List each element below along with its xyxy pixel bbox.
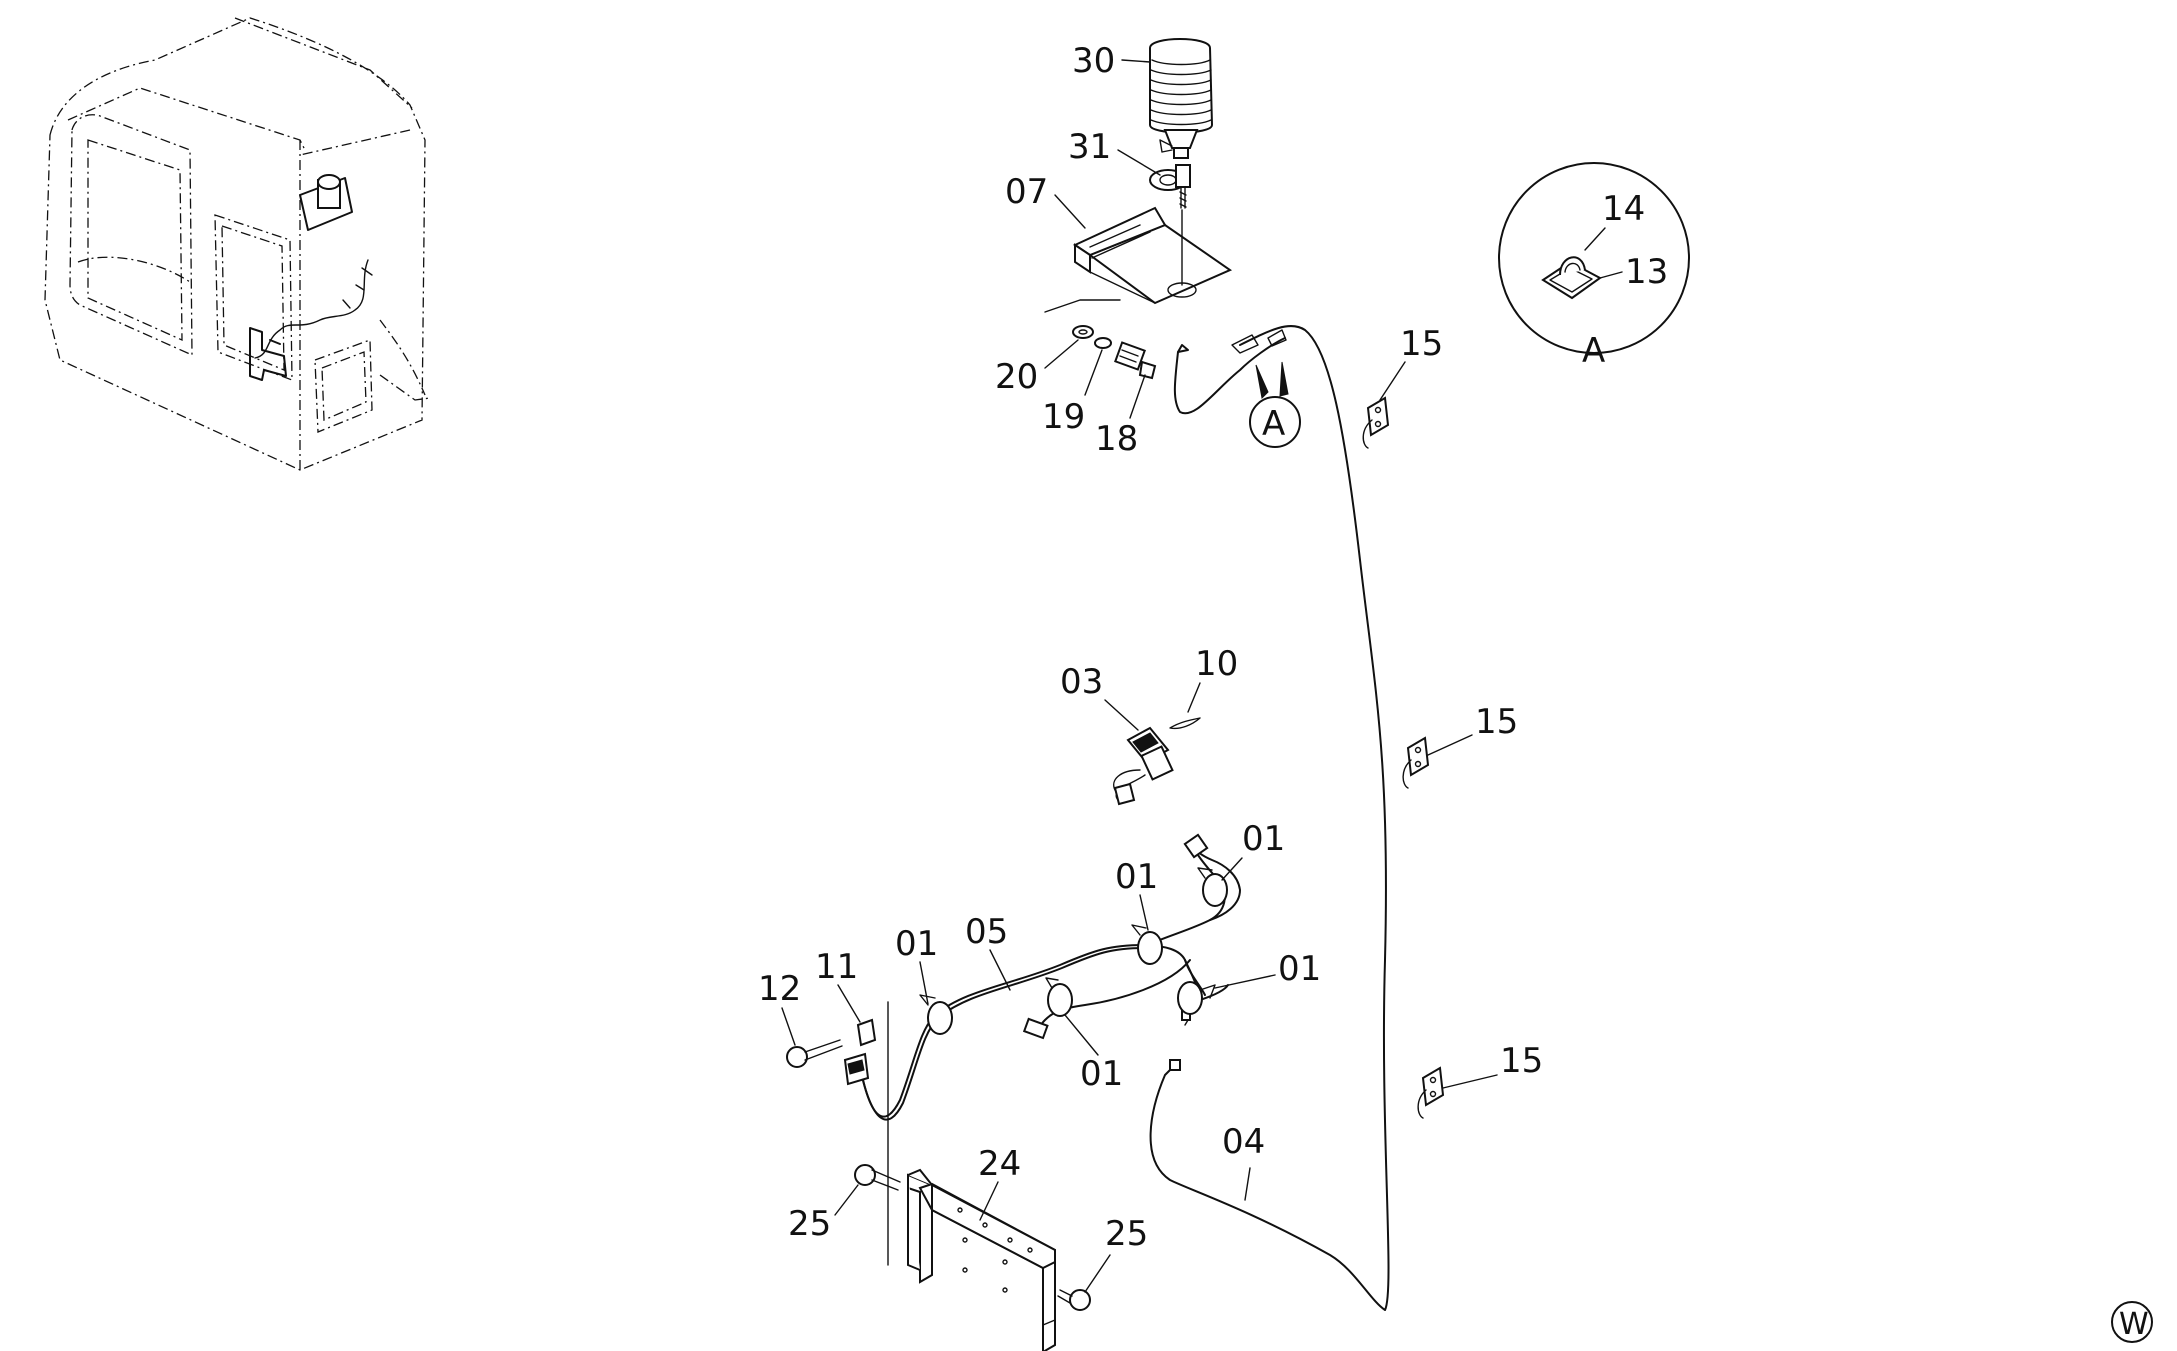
svg-text:01: 01 — [1115, 857, 1158, 897]
detail-marker-A: A — [1249, 361, 1301, 448]
svg-text:15: 15 — [1475, 702, 1518, 742]
callout-01-lower-center: 01 — [1064, 1014, 1123, 1094]
rotating-beacon-lamp — [1149, 38, 1214, 159]
callout-04: 04 — [1222, 1122, 1265, 1201]
washer-20 — [1072, 325, 1094, 339]
clip-01-lower-center — [1045, 977, 1073, 1017]
clip-15-bottom — [1417, 1066, 1445, 1119]
callout-15-bottom: 15 — [1442, 1041, 1543, 1089]
svg-text:25: 25 — [1105, 1214, 1148, 1254]
screw-12 — [786, 1039, 843, 1068]
svg-text:01: 01 — [895, 924, 938, 964]
beacon-switch-03 — [1113, 726, 1174, 806]
svg-text:01: 01 — [1278, 949, 1321, 989]
callout-14: 14 — [1584, 189, 1645, 251]
callout-15-middle: 15 — [1427, 702, 1518, 756]
mounting-bracket-24 — [887, 1001, 1056, 1351]
callout-13: 13 — [1599, 252, 1668, 292]
callout-31: 31 — [1068, 127, 1161, 176]
svg-text:W: W — [2119, 1307, 2149, 1342]
cab-overview-illustration — [44, 17, 431, 471]
wire-harness-04 — [1149, 325, 1390, 1311]
bolt-25-right — [1057, 1289, 1091, 1311]
switch-label-10 — [1169, 717, 1201, 730]
svg-text:30: 30 — [1072, 41, 1115, 81]
svg-text:15: 15 — [1500, 1041, 1543, 1081]
wire-harness-05 — [859, 833, 1241, 1121]
callout-01-upper-right: 01 — [1221, 819, 1285, 881]
clip-01-lower-right — [1177, 981, 1216, 1015]
svg-text:A: A — [1582, 331, 1605, 371]
callout-11: 11 — [815, 947, 861, 1023]
beacon-bracket-plate — [1072, 206, 1233, 305]
svg-text:25: 25 — [788, 1204, 831, 1244]
callout-05: 05 — [965, 912, 1011, 991]
svg-text:07: 07 — [1005, 172, 1048, 212]
clip-15-top — [1362, 396, 1390, 449]
svg-text:10: 10 — [1195, 644, 1238, 684]
callout-01-center: 01 — [1115, 857, 1158, 931]
callout-A-detail: A — [1582, 331, 1605, 371]
svg-text:05: 05 — [965, 912, 1008, 952]
svg-text:03: 03 — [1060, 662, 1103, 702]
callout-30: 30 — [1072, 41, 1151, 81]
callout-20: 20 — [995, 339, 1079, 397]
svg-text:01: 01 — [1242, 819, 1285, 859]
callout-07: 07 — [1005, 172, 1121, 313]
svg-text:01: 01 — [1080, 1054, 1123, 1094]
svg-text:20: 20 — [995, 357, 1038, 397]
svg-text:24: 24 — [978, 1144, 1021, 1184]
callout-03: 03 — [1060, 662, 1139, 731]
callout-25-left: 25 — [788, 1184, 859, 1244]
clip-01-left — [919, 994, 953, 1035]
relay-11 — [843, 1018, 877, 1086]
bolt-25-left — [854, 1164, 901, 1191]
clip-15-middle — [1402, 736, 1430, 789]
callout-18: 18 — [1095, 374, 1146, 459]
svg-text:04: 04 — [1222, 1122, 1265, 1162]
callout-10: 10 — [1187, 644, 1238, 713]
bolt-18 — [1114, 341, 1157, 380]
clip-01-center — [1131, 924, 1163, 965]
svg-text:18: 18 — [1095, 419, 1138, 459]
svg-text:31: 31 — [1068, 127, 1111, 167]
callout-24: 24 — [978, 1144, 1021, 1221]
callout-01-left: 01 — [895, 924, 938, 1005]
callout-19: 19 — [1042, 349, 1103, 437]
beacon-mount-stud — [1149, 164, 1191, 209]
corner-circle-mark: W — [2111, 1301, 2153, 1343]
svg-text:11: 11 — [815, 947, 858, 987]
callout-12: 12 — [758, 969, 801, 1046]
svg-text:13: 13 — [1625, 252, 1668, 292]
callout-25-right: 25 — [1084, 1214, 1148, 1293]
callout-15-top: 15 — [1379, 324, 1443, 401]
svg-text:15: 15 — [1400, 324, 1443, 364]
lock-washer-19 — [1094, 337, 1112, 349]
svg-text:14: 14 — [1602, 189, 1645, 229]
clip-01-upper-right — [1197, 867, 1228, 907]
svg-text:A: A — [1262, 404, 1285, 444]
callout-01-lower-right: 01 — [1214, 949, 1321, 989]
svg-text:19: 19 — [1042, 397, 1085, 437]
svg-text:12: 12 — [758, 969, 801, 1009]
